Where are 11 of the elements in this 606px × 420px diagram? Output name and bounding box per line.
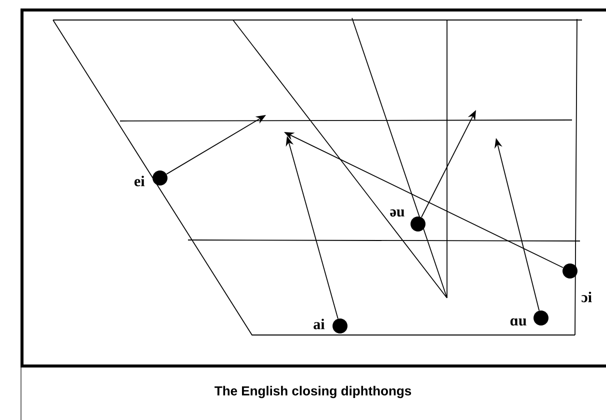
vowel-label: ei (134, 176, 145, 186)
vowel-label: əu (390, 209, 404, 217)
vowel-label: ai (314, 318, 325, 330)
vowel-label: ɑu (510, 318, 526, 326)
vowel-label: ɔi (582, 292, 592, 302)
vowel-dot (410, 216, 426, 232)
caption: The English closing diphthongs (214, 386, 412, 398)
vowel-dot (332, 318, 348, 334)
vowel-dot (534, 310, 548, 326)
vowel-dot (562, 264, 578, 278)
vowel-dot (152, 170, 168, 186)
